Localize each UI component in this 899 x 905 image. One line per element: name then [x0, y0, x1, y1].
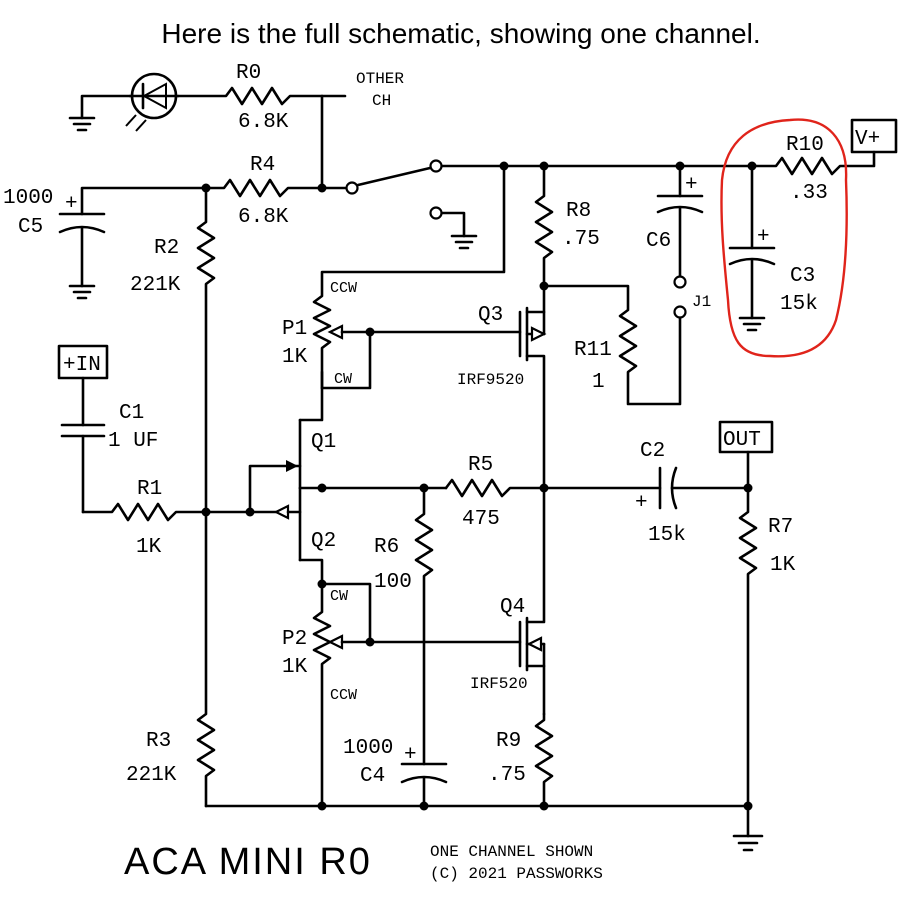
- svg-text:C3: C3: [790, 265, 815, 288]
- svg-text:R9: R9: [496, 730, 521, 753]
- svg-text:CW: CW: [330, 588, 348, 605]
- mosfet-q3: Q3 IRF9520: [457, 284, 547, 490]
- resistor-r4: R4 6.8K: [201, 154, 347, 229]
- svg-text:+: +: [65, 193, 78, 216]
- svg-text:R8: R8: [566, 200, 591, 223]
- potentiometer-p2: CW CCW P2 1K: [282, 579, 522, 808]
- svg-text:C1: C1: [119, 402, 144, 425]
- svg-text:C4: C4: [360, 765, 385, 788]
- capacitor-c4: 1000 + C4: [343, 737, 448, 808]
- svg-text:100: 100: [374, 571, 412, 594]
- svg-text:1 UF: 1 UF: [108, 430, 158, 453]
- resistor-r5: R5 475: [320, 454, 549, 531]
- input-port: +IN: [57, 344, 109, 380]
- svg-text:Q3: Q3: [478, 304, 503, 327]
- svg-text:Q1: Q1: [311, 431, 336, 454]
- svg-text:221K: 221K: [126, 764, 177, 787]
- svg-text:+: +: [685, 174, 698, 197]
- svg-text:R11: R11: [574, 339, 612, 362]
- svg-text:475: 475: [462, 508, 500, 531]
- capacitor-c5: 1000 + C5: [3, 186, 208, 300]
- svg-text:1K: 1K: [136, 536, 162, 559]
- svg-text:1000: 1000: [343, 737, 393, 760]
- svg-text:+IN: +IN: [63, 354, 101, 377]
- capacitor-c1: C1 1 UF: [60, 376, 158, 514]
- capacitor-c2: C2 + 15k: [542, 440, 753, 547]
- svg-text:6.8K: 6.8K: [238, 111, 289, 134]
- svg-text:R2: R2: [154, 237, 179, 260]
- svg-text:1K: 1K: [282, 656, 308, 679]
- svg-text:Q4: Q4: [500, 596, 525, 619]
- svg-text:221K: 221K: [130, 274, 181, 297]
- svg-text:OUT: OUT: [723, 429, 761, 452]
- svg-text:C5: C5: [18, 216, 43, 239]
- svg-text:R10: R10: [786, 134, 824, 157]
- svg-text:.75: .75: [562, 228, 600, 251]
- svg-text:P1: P1: [282, 318, 307, 341]
- vplus-port: V+: [850, 118, 898, 154]
- svg-text:Q2: Q2: [311, 530, 336, 553]
- svg-text:R6: R6: [374, 536, 399, 559]
- mosfet-q4: Q4 IRF520: [470, 486, 546, 716]
- svg-text:15k: 15k: [648, 524, 686, 547]
- svg-text:R1: R1: [137, 478, 162, 501]
- svg-text:C6: C6: [646, 230, 671, 253]
- svg-text:.33: .33: [790, 182, 828, 205]
- svg-text:+: +: [757, 226, 770, 249]
- potentiometer-p1: CCW CW P1 1K: [282, 161, 522, 390]
- resistor-r7: R7 1K: [738, 486, 796, 808]
- svg-text:R3: R3: [146, 730, 171, 753]
- capacitor-c3: + C3 15k: [728, 161, 818, 332]
- svg-text:1K: 1K: [770, 554, 796, 577]
- svg-text:R5: R5: [468, 454, 493, 477]
- svg-text:R4: R4: [250, 154, 275, 177]
- resistor-r6: R6 100: [374, 486, 434, 766]
- svg-text:1000: 1000: [3, 187, 53, 210]
- jumper-j1: J1: [673, 275, 711, 319]
- resistor-r0: R0 6.8K: [176, 62, 324, 134]
- svg-text:IRF520: IRF520: [470, 675, 528, 693]
- svg-text:OTHER: OTHER: [356, 70, 404, 88]
- resistor-r1: R1 1K: [81, 478, 255, 559]
- svg-text:1: 1: [592, 371, 605, 394]
- schematic-title: ACA MINI R0: [124, 841, 372, 883]
- svg-text:1K: 1K: [282, 346, 308, 369]
- led-indicator: [68, 72, 180, 132]
- svg-text:CH: CH: [372, 92, 391, 110]
- svg-text:15k: 15k: [780, 293, 818, 316]
- resistor-r9: R9 .75: [488, 712, 554, 808]
- transistor-q2: Q2: [248, 486, 336, 586]
- svg-text:6.8K: 6.8K: [238, 206, 289, 229]
- svg-text:CCW: CCW: [330, 687, 357, 704]
- svg-text:.75: .75: [488, 764, 526, 787]
- svg-text:R7: R7: [768, 516, 793, 539]
- svg-text:V+: V+: [855, 128, 880, 151]
- svg-text:C2: C2: [640, 440, 665, 463]
- svg-text:+: +: [404, 744, 417, 767]
- svg-text:CCW: CCW: [330, 280, 357, 297]
- title-note-2: (C) 2021 PASSWORKS: [430, 865, 603, 883]
- svg-text:+: +: [635, 492, 648, 515]
- resistor-r11: R11 1: [539, 281, 682, 406]
- svg-text:P2: P2: [282, 628, 307, 651]
- capacitor-c6: + C6: [646, 161, 704, 278]
- resistor-r3: R3 221K: [126, 510, 216, 808]
- ground-rail: [204, 801, 764, 852]
- output-port: OUT: [718, 420, 774, 490]
- resistor-r8: R8 .75: [534, 161, 600, 288]
- header-caption: Here is the full schematic, showing one …: [161, 18, 760, 49]
- svg-text:CW: CW: [334, 371, 352, 388]
- svg-text:J1: J1: [692, 293, 711, 311]
- resistor-r2: R2 221K: [130, 186, 216, 514]
- power-switch: [345, 159, 754, 250]
- title-note-1: ONE CHANNEL SHOWN: [430, 843, 593, 861]
- resistor-r10: R10 .33: [750, 134, 876, 205]
- svg-text:R0: R0: [236, 62, 261, 85]
- svg-text:IRF9520: IRF9520: [457, 371, 524, 389]
- highlight-circle: [720, 118, 848, 358]
